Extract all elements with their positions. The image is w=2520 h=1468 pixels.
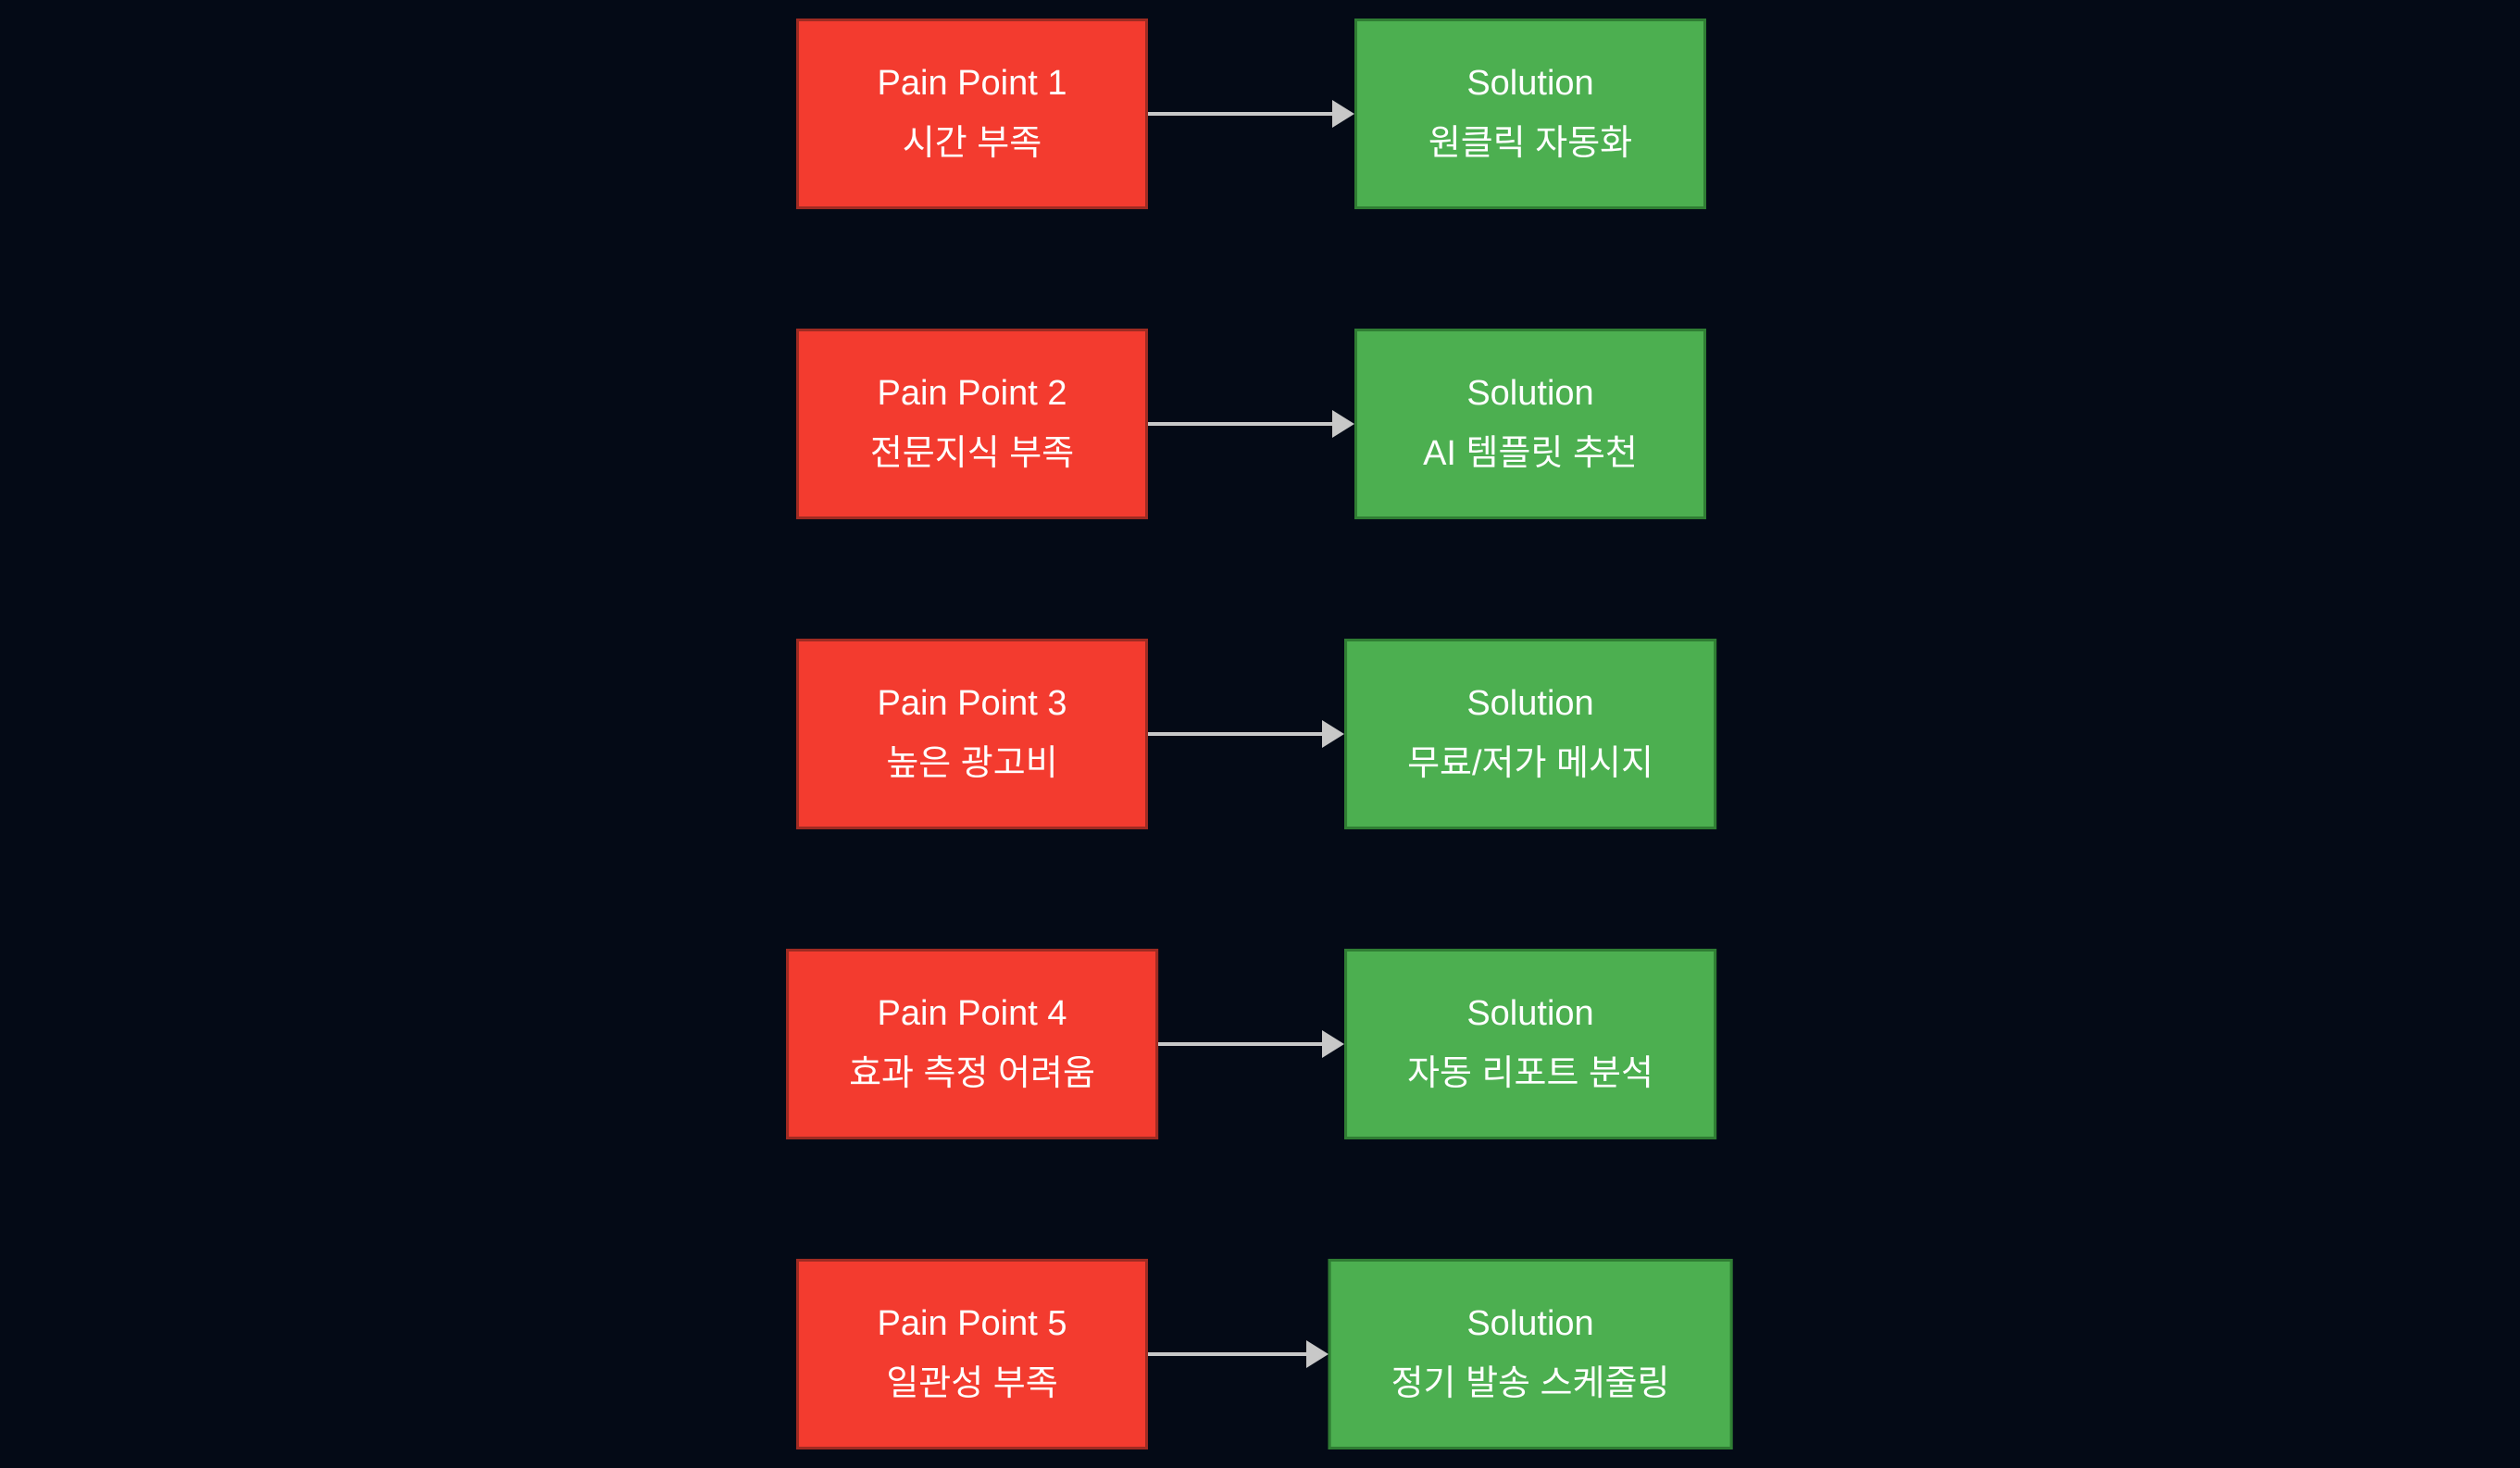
solution-box-5: Solution 정기 발송 스케줄링 [1328, 1259, 1733, 1449]
arrow-connector-4 [1157, 949, 1345, 1139]
solution-subtitle: 정기 발송 스케줄링 [1391, 1364, 1670, 1403]
mapping-row-4: Pain Point 4 효과 측정 어려움 Solution 자동 리포트 분… [0, 949, 2520, 1139]
arrow-head-icon [1322, 720, 1345, 748]
pain-point-title: Pain Point 5 [877, 1304, 1067, 1343]
solution-title: Solution [1466, 64, 1594, 103]
solution-box-4: Solution 자동 리포트 분석 [1344, 949, 1716, 1139]
pain-point-box-2: Pain Point 2 전문지식 부족 [796, 329, 1148, 519]
solution-title: Solution [1466, 374, 1594, 413]
arrow-connector-2 [1148, 329, 1354, 519]
arrow-head-icon [1332, 100, 1354, 128]
arrow-line [1148, 1352, 1310, 1356]
arrow-line [1148, 732, 1327, 736]
pain-point-subtitle: 시간 부족 [902, 124, 1042, 163]
pain-point-title: Pain Point 3 [877, 684, 1067, 723]
arrow-connector-3 [1148, 639, 1345, 829]
pain-point-title: Pain Point 4 [877, 994, 1067, 1033]
mapping-row-2: Pain Point 2 전문지식 부족 Solution AI 템플릿 추천 [0, 329, 2520, 519]
pain-point-box-3: Pain Point 3 높은 광고비 [796, 639, 1148, 829]
arrow-connector-1 [1148, 19, 1354, 209]
pain-point-title: Pain Point 2 [877, 374, 1067, 413]
solution-title: Solution [1466, 994, 1594, 1033]
solution-subtitle: AI 템플릿 추천 [1423, 434, 1638, 473]
solution-subtitle: 자동 리포트 분석 [1407, 1054, 1653, 1093]
pain-point-box-1: Pain Point 1 시간 부족 [796, 19, 1148, 209]
arrow-line [1157, 1042, 1327, 1046]
solution-subtitle: 무료/저가 메시지 [1407, 744, 1653, 783]
pain-point-title: Pain Point 1 [877, 64, 1067, 103]
solution-title: Solution [1466, 1304, 1594, 1343]
solution-box-3: Solution 무료/저가 메시지 [1344, 639, 1716, 829]
mapping-row-5: Pain Point 5 일관성 부족 Solution 정기 발송 스케줄링 [0, 1259, 2520, 1449]
pain-point-box-5: Pain Point 5 일관성 부족 [796, 1259, 1148, 1449]
arrow-connector-5 [1148, 1259, 1329, 1449]
pain-point-subtitle: 효과 측정 어려움 [849, 1054, 1095, 1093]
solution-box-1: Solution 원클릭 자동화 [1354, 19, 1706, 209]
solution-box-2: Solution AI 템플릿 추천 [1354, 329, 1706, 519]
arrow-line [1148, 422, 1336, 426]
mapping-row-1: Pain Point 1 시간 부족 Solution 원클릭 자동화 [0, 19, 2520, 209]
pain-point-subtitle: 일관성 부족 [886, 1364, 1058, 1403]
pain-point-box-4: Pain Point 4 효과 측정 어려움 [786, 949, 1158, 1139]
mapping-row-3: Pain Point 3 높은 광고비 Solution 무료/저가 메시지 [0, 639, 2520, 829]
pain-point-subtitle: 전문지식 부족 [869, 434, 1075, 473]
arrow-head-icon [1305, 1340, 1329, 1368]
solution-subtitle: 원클릭 자동화 [1428, 124, 1633, 163]
arrow-head-icon [1332, 410, 1354, 438]
arrow-line [1148, 112, 1336, 116]
pain-point-subtitle: 높은 광고비 [886, 744, 1058, 783]
solution-title: Solution [1466, 684, 1594, 723]
arrow-head-icon [1322, 1030, 1345, 1058]
